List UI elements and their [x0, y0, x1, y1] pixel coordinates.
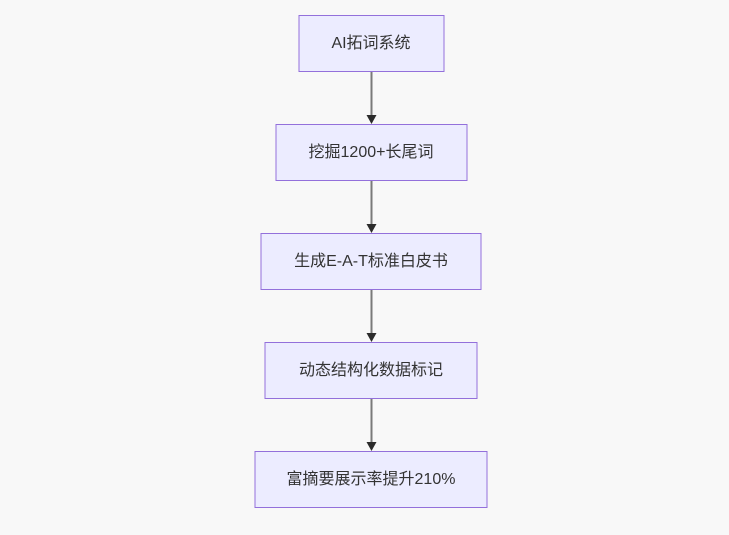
- node-label: 生成E-A-T标准白皮书: [294, 252, 448, 270]
- arrow-down-icon: [366, 224, 376, 233]
- edge-line: [370, 399, 372, 443]
- flow-node-longtail-mining: 挖掘1200+长尾词: [275, 124, 467, 181]
- arrow-down-icon: [366, 115, 376, 124]
- edge-line: [370, 181, 372, 225]
- arrow-down-icon: [366, 442, 376, 451]
- node-label: AI拓词系统: [331, 34, 411, 52]
- flowchart: AI拓词系统 挖掘1200+长尾词 生成E-A-T标准白皮书 动态结构化数据标记: [254, 15, 488, 508]
- flow-edge-1-2: [366, 72, 376, 124]
- flow-node-structured-data-markup: 动态结构化数据标记: [264, 342, 478, 399]
- node-label: 挖掘1200+长尾词: [308, 143, 434, 161]
- flow-edge-2-3: [366, 181, 376, 233]
- edge-line: [370, 290, 372, 334]
- arrow-down-icon: [366, 333, 376, 342]
- flow-node-eat-whitepaper: 生成E-A-T标准白皮书: [260, 233, 482, 290]
- node-label: 动态结构化数据标记: [298, 361, 443, 379]
- edge-line: [370, 72, 372, 116]
- flow-node-rich-snippet-uplift: 富摘要展示率提升210%: [254, 451, 488, 508]
- node-label: 富摘要展示率提升210%: [286, 470, 456, 488]
- flow-edge-3-4: [366, 290, 376, 342]
- flow-node-ai-keyword-system: AI拓词系统: [298, 15, 444, 72]
- flow-edge-4-5: [366, 399, 376, 451]
